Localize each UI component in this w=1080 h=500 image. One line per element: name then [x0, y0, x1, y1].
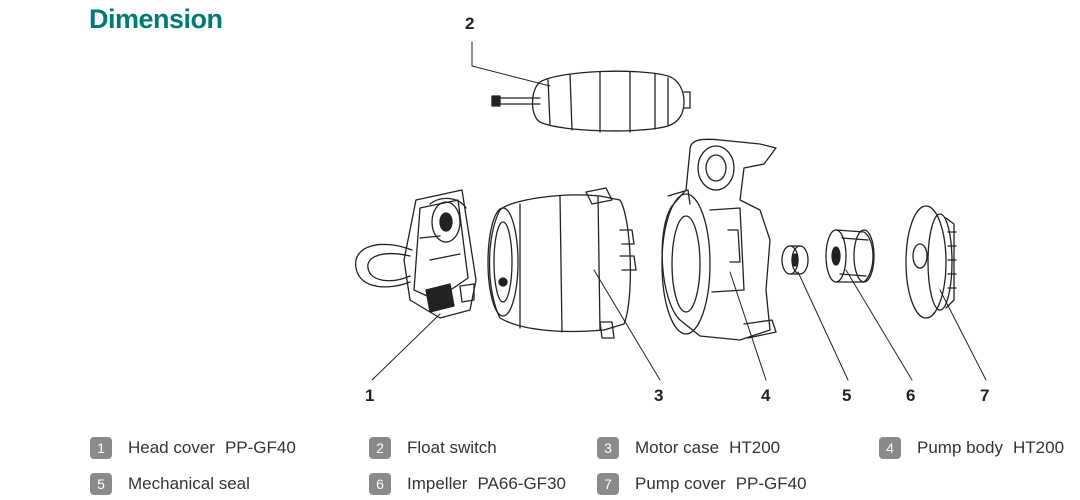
motor-case-drawing [487, 187, 637, 339]
legend-part-name: Mechanical seal [128, 474, 250, 493]
legend-part-name: Pump body [917, 438, 1003, 457]
legend-item-pump-cover: 7 Pump cover PP-GF40 [597, 472, 807, 496]
impeller-drawing [825, 229, 875, 283]
legend-part-name: Motor case [635, 438, 720, 457]
page-title: Dimension [89, 4, 223, 34]
callout-5: 5 [842, 386, 852, 405]
legend-item-mechanical-seal: 5 Mechanical seal [90, 472, 260, 496]
callout-4: 4 [761, 386, 771, 405]
callout-2: 2 [465, 14, 475, 33]
callout-1: 1 [365, 386, 375, 405]
legend-material: PP-GF40 [224, 438, 296, 457]
legend-item-head-cover: 1 Head cover PP-GF40 [90, 436, 296, 460]
legend-part-name: Impeller [407, 474, 468, 493]
callout-7: 7 [980, 386, 990, 405]
float-switch-drawing [491, 70, 691, 133]
pump-cover-drawing [905, 205, 957, 319]
callout-3: 3 [654, 386, 664, 405]
pump-body-drawing [661, 138, 777, 341]
legend-number-badge: 5 [90, 473, 112, 495]
legend-number-badge: 3 [597, 437, 619, 459]
legend-number-badge: 4 [879, 437, 901, 459]
legend-item-motor-case: 3 Motor case HT200 [597, 436, 780, 460]
legend-number-badge: 6 [369, 473, 391, 495]
callout-6: 6 [906, 386, 916, 405]
mechanical-seal-drawing [781, 245, 809, 275]
legend-number-badge: 2 [369, 437, 391, 459]
legend-part-name: Pump cover [635, 474, 726, 493]
head-cover-drawing [355, 189, 477, 319]
legend-number-badge: 1 [90, 437, 112, 459]
legend-item-float-switch: 2 Float switch [369, 436, 507, 460]
legend-material: PP-GF40 [735, 474, 807, 493]
legend-item-impeller: 6 Impeller PA66-GF30 [369, 472, 566, 496]
legend-part-name: Float switch [407, 438, 497, 457]
leader-lines [371, 41, 987, 381]
legend-part-name: Head cover [128, 438, 215, 457]
legend-item-pump-body: 4 Pump body HT200 [879, 436, 1064, 460]
legend-material: HT200 [729, 438, 781, 457]
legend-number-badge: 7 [597, 473, 619, 495]
legend-material: HT200 [1013, 438, 1065, 457]
legend-material: PA66-GF30 [477, 474, 566, 493]
